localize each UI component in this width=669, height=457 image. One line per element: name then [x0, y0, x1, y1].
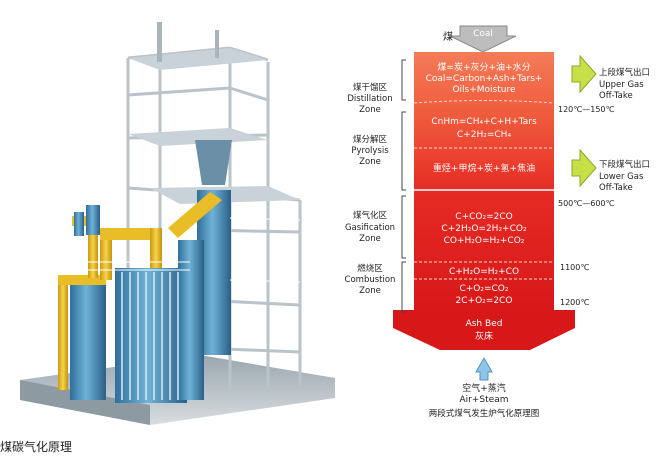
ash-bed-label-en: Ash Bed: [466, 319, 503, 329]
pyrolysis-zone-zh: 煤分解区: [353, 134, 388, 145]
gasifier-plant-illustration: [20, 22, 335, 425]
combustion-zone-en1: Combustion: [345, 275, 396, 285]
gasification-eq-3: CO+H₂O=H₂+CO₂: [444, 236, 525, 246]
air-steam-en: Air+Steam: [460, 395, 509, 405]
gasification-zone-en1: Gasification: [345, 223, 395, 233]
small-tank: [86, 205, 100, 235]
temperature-gasification: 1100℃: [560, 263, 589, 272]
combustion-eq-1: C+O₂=CO₂: [459, 284, 508, 294]
separator-unit: [115, 268, 187, 403]
small-tank-2: [74, 212, 84, 236]
distillation-eq-2: Coal=Carbon+Ash+Tars+: [426, 74, 543, 84]
gasification-zone-en2: Zone: [359, 234, 381, 244]
distillation-zone-en2: Zone: [359, 105, 381, 115]
distillation-zone-zh: 煤干馏区: [353, 82, 388, 93]
pyrolysis-eq-2: C+2H₂=CH₄: [457, 130, 512, 140]
vent-stack: [157, 22, 162, 62]
coal-input-label-en: Coal: [473, 29, 493, 39]
distillation-eq-1: 煤=炭+灰分+油+水分: [437, 61, 530, 73]
principle-diagram: Coal 煤 煤=炭+灰分+油+水分 Coal=Carbon+Ash+Tars+…: [345, 25, 650, 419]
separator-tubes: [121, 272, 179, 400]
pyrolysis-products: 重烃+甲烷+炭+氢+焦油: [433, 162, 535, 174]
ground-slab-side: [20, 380, 150, 425]
vent-stack-2: [215, 30, 219, 58]
cyclone-tank-1: [70, 280, 106, 400]
gasification-eq-2: C+2H₂O=2H₂+CO₂: [441, 224, 527, 234]
lower-outlet-arrow: [571, 148, 597, 188]
air-steam-zh: 空气+蒸汽: [462, 382, 506, 394]
distillation-zone-en1: Distillation: [347, 94, 392, 104]
combustion-zone-en2: Zone: [359, 286, 381, 296]
lower-outlet-zh: 下段煤气出口: [599, 159, 650, 170]
lower-outlet-en1: Lower Gas: [599, 172, 644, 182]
gas-shift-eq: C+H₂O=H₂+CO: [449, 267, 519, 277]
ash-bed-label-zh: 灰床: [475, 330, 493, 342]
distillation-eq-3: Oils+Moisture: [452, 85, 516, 95]
coal-input-arrow: [449, 25, 517, 53]
zone-labels: 煤干馏区 Distillation Zone 煤分解区 Pyrolysis Zo…: [345, 82, 396, 296]
reactor-equations: 煤=炭+灰分+油+水分 Coal=Carbon+Ash+Tars+ Oils+M…: [426, 61, 543, 342]
platform-2: [128, 128, 268, 146]
ash-bed-section: [393, 310, 575, 350]
diagram-caption: 两段式煤气发生炉气化原理图: [429, 408, 540, 419]
upper-outlet-zh: 上段煤气出口: [599, 67, 650, 78]
combustion-eq-2: 2C+O₂=2CO: [456, 296, 513, 306]
upper-outlet-arrow: [571, 54, 597, 94]
gasification-zone-zh: 煤气化区: [353, 210, 388, 221]
reactor-shaft: [414, 52, 554, 310]
air-steam-arrow: [475, 356, 493, 381]
pyrolysis-zone-en2: Zone: [359, 157, 381, 167]
upper-outlet-en2: Off-Take: [599, 91, 633, 101]
pyrolysis-zone-en1: Pyrolysis: [351, 146, 389, 156]
pyrolysis-eq-1: CnHm=CH₄+C+H+Tars: [431, 117, 537, 127]
temperature-distillation: 120℃—150℃: [558, 105, 615, 114]
page-caption: 煤碳气化原理: [0, 440, 73, 454]
combustion-zone-zh: 燃烧区: [357, 263, 383, 274]
zone-dividers: [413, 100, 555, 280]
railings: [62, 217, 301, 283]
coal-hopper: [195, 140, 232, 185]
temperature-pyrolysis: 500℃—600℃: [558, 199, 615, 208]
gasification-eq-1: C+CO₂=2CO: [455, 212, 512, 222]
gas-pipes: [58, 192, 222, 390]
zone-brackets: [401, 59, 406, 313]
temperature-combustion: 1200℃: [560, 298, 589, 307]
cyclone-tank-2: [178, 240, 204, 400]
outlet-labels: 上段煤气出口 Upper Gas Off-Take 下段煤气出口 Lower G…: [599, 67, 650, 193]
upper-outlet-en1: Upper Gas: [599, 80, 644, 90]
temperature-labels: 120℃—150℃ 500℃—600℃ 1100℃ 1200℃: [558, 105, 615, 307]
top-platform: [128, 48, 268, 70]
lower-outlet-en2: Off-Take: [599, 183, 633, 193]
coal-input-label-zh: 煤: [443, 30, 453, 43]
